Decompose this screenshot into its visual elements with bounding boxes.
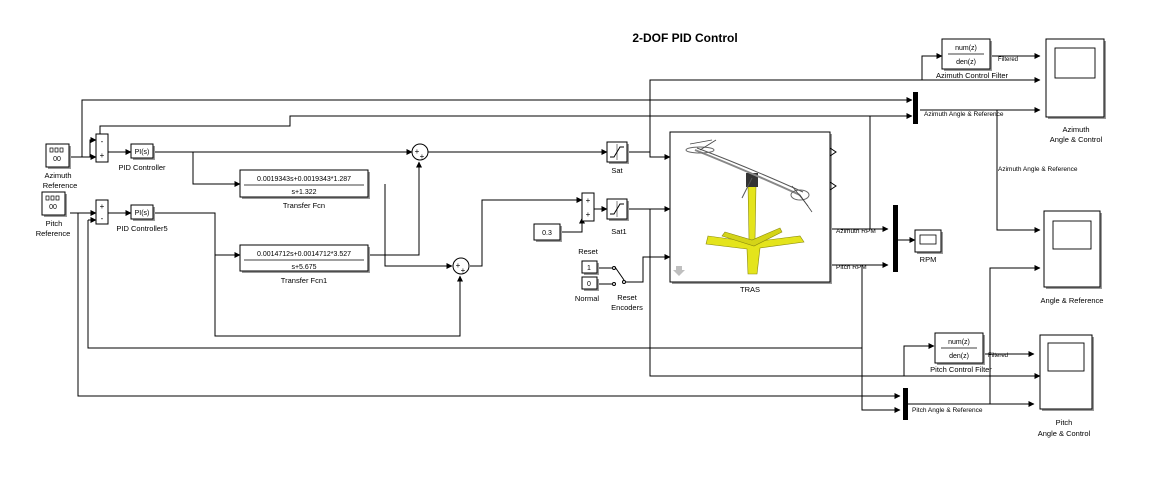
svg-text:den(z): den(z) bbox=[949, 353, 969, 360]
angle-reference-scope-label: Angle & Reference bbox=[1041, 296, 1104, 305]
azimuth-control-sum[interactable]: + + bbox=[412, 144, 428, 161]
sat1-label: Sat1 bbox=[611, 227, 626, 236]
pitch-scope-label-1: Pitch bbox=[1056, 418, 1073, 427]
constant-value: 0.3 bbox=[542, 230, 552, 237]
pitch-offset-sum[interactable]: + + bbox=[582, 193, 594, 221]
sat-block[interactable] bbox=[607, 142, 629, 164]
pid-controller-pitch[interactable]: PI(s) bbox=[131, 205, 155, 221]
reset-constant-0[interactable]: 0 bbox=[582, 277, 599, 291]
pid-controller-azimuth[interactable]: PI(s) bbox=[131, 144, 155, 160]
azimuth-reference-block[interactable]: 00 bbox=[46, 144, 71, 169]
pid-controller-azimuth-label: PID Controller bbox=[118, 163, 166, 172]
pitch-control-filter[interactable]: num(z) den(z) bbox=[935, 333, 985, 365]
azimuth-filtered-label: Filtered bbox=[998, 57, 1018, 63]
azimuth-angle-control-scope[interactable] bbox=[1046, 39, 1106, 119]
azimuth-reference-label: Azimuth bbox=[44, 171, 71, 180]
svg-text:+: + bbox=[100, 151, 105, 160]
pitch-reference-block[interactable]: 00 bbox=[42, 192, 67, 217]
rpm-scope-label: RPM bbox=[920, 255, 937, 264]
azimuth-error-sum[interactable]: - + bbox=[96, 134, 108, 162]
svg-text:den(z): den(z) bbox=[956, 59, 976, 66]
azimuth-reference-digits: 00 bbox=[53, 156, 61, 163]
reset-title: Reset bbox=[578, 247, 599, 256]
sat1-block[interactable] bbox=[607, 199, 629, 221]
reset-normal-label: Normal bbox=[575, 294, 600, 303]
svg-text:num(z): num(z) bbox=[948, 339, 970, 346]
transfer-fcn1-denominator: s+5.675 bbox=[291, 264, 316, 271]
angle-reference-scope[interactable] bbox=[1044, 211, 1102, 289]
reset-switch-label: Reset bbox=[617, 293, 638, 302]
svg-text:-: - bbox=[101, 214, 104, 223]
tras-label: TRAS bbox=[740, 285, 760, 294]
pitch-angle-reference-signal: Pitch Angle & Reference bbox=[912, 407, 983, 414]
tras-azimuth-rpm-label: Azimuth RPM bbox=[836, 228, 876, 235]
pid-controller-pitch-label: PID Controller5 bbox=[116, 224, 167, 233]
pitch-angle-control-scope[interactable] bbox=[1040, 335, 1094, 411]
pitch-error-sum[interactable]: + - bbox=[96, 200, 108, 224]
pitch-mux[interactable] bbox=[903, 388, 908, 420]
svg-text:-: - bbox=[101, 137, 104, 146]
azimuth-mux[interactable] bbox=[913, 92, 918, 124]
constant-block[interactable]: 0.3 bbox=[534, 224, 562, 242]
azimuth-reference-label-2: Reference bbox=[43, 181, 78, 190]
azimuth-control-filter-label: Azimuth Control Filter bbox=[936, 71, 1009, 80]
svg-text:+: + bbox=[586, 196, 591, 205]
transfer-fcn1-numerator: 0.0014712s+0.0014712*3.527 bbox=[257, 251, 351, 258]
transfer-fcn1-label: Transfer Fcn1 bbox=[281, 276, 327, 285]
reset-switch-label-2: Encoders bbox=[611, 303, 643, 312]
azimuth-scope-label-2: Angle & Control bbox=[1050, 135, 1103, 144]
sat-label: Sat bbox=[611, 166, 623, 175]
pitch-reference-digits: 00 bbox=[49, 204, 57, 211]
transfer-fcn-denominator: s+1.322 bbox=[291, 189, 316, 196]
reset-encoders-switch[interactable] bbox=[613, 267, 626, 286]
svg-text:+: + bbox=[100, 202, 105, 211]
tras-block[interactable] bbox=[670, 132, 836, 284]
pitch-reference-label-2: Reference bbox=[36, 229, 71, 238]
pitch-scope-label-2: Angle & Control bbox=[1038, 429, 1091, 438]
reset-constant-1[interactable]: 1 bbox=[582, 261, 599, 275]
svg-text:+: + bbox=[420, 152, 425, 161]
rpm-scope[interactable] bbox=[915, 230, 943, 254]
svg-text:1: 1 bbox=[587, 265, 591, 272]
transfer-fcn-numerator: 0.0019343s+0.0019343*1.287 bbox=[257, 176, 351, 183]
transfer-fcn-block[interactable]: 0.0019343s+0.0019343*1.287 s+1.322 bbox=[240, 170, 370, 199]
pitch-reference-label: Pitch bbox=[46, 219, 63, 228]
rpm-mux[interactable] bbox=[893, 205, 898, 272]
pid-controller-pitch-text: PI(s) bbox=[135, 210, 150, 217]
svg-text:+: + bbox=[586, 210, 591, 219]
transfer-fcn1-block[interactable]: 0.0014712s+0.0014712*3.527 s+5.675 bbox=[240, 245, 370, 273]
pid-controller-azimuth-text: PI(s) bbox=[135, 149, 150, 156]
transfer-fcn-label: Transfer Fcn bbox=[283, 201, 325, 210]
diagram-title: 2-DOF PID Control bbox=[632, 31, 737, 45]
azimuth-control-filter[interactable]: num(z) den(z) bbox=[942, 39, 992, 71]
svg-text:+: + bbox=[461, 266, 466, 275]
azimuth-scope-label-1: Azimuth bbox=[1062, 125, 1089, 134]
pitch-control-filter-label: Pitch Control Filter bbox=[930, 365, 992, 374]
svg-text:0: 0 bbox=[587, 281, 591, 288]
azimuth-angle-reference-signal-2: Azimuth Angle & Reference bbox=[998, 166, 1078, 173]
tras-pitch-rpm-label: Pitch RPM bbox=[836, 264, 867, 271]
svg-text:num(z): num(z) bbox=[955, 45, 977, 52]
pitch-control-sum[interactable]: + + bbox=[453, 258, 469, 275]
pitch-filtered-label: Filtered bbox=[988, 353, 1008, 359]
azimuth-angle-reference-signal: Azimuth Angle & Reference bbox=[924, 111, 1004, 118]
